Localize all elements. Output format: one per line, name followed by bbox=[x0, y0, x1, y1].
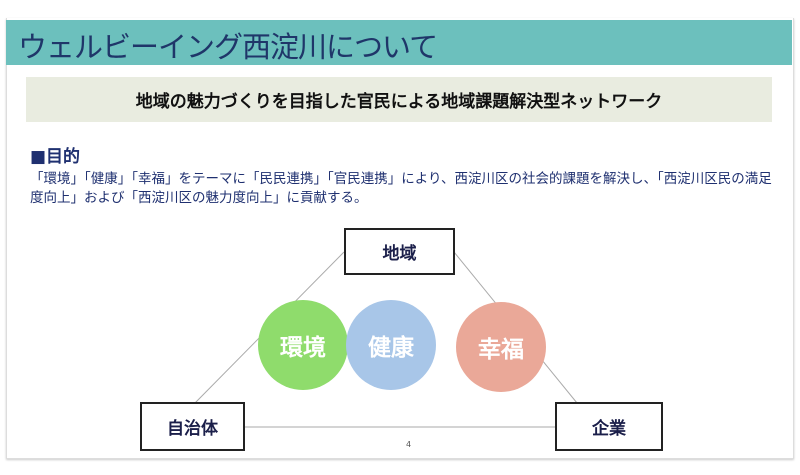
node-right: 企業 bbox=[555, 402, 663, 451]
circle-environment: 環境 bbox=[258, 300, 348, 390]
subtitle: 地域の魅力づくりを目指した官民による地域課題解決型ネットワーク bbox=[135, 92, 663, 112]
circle-happiness: 幸福 bbox=[456, 302, 546, 392]
circle-label: 健康 bbox=[368, 335, 414, 361]
node-top-label: 地域 bbox=[382, 244, 417, 264]
node-top: 地域 bbox=[344, 228, 455, 275]
circle-label: 幸福 bbox=[478, 337, 524, 363]
title-bar: ウェルビーイング西淀川について bbox=[6, 20, 792, 65]
purpose-heading: ■目的 bbox=[30, 147, 81, 167]
slide-title: ウェルビーイング西淀川について bbox=[18, 30, 438, 64]
node-right-label: 企業 bbox=[592, 419, 626, 439]
circle-health: 健康 bbox=[346, 300, 436, 390]
purpose-text: 「環境」「健康」「幸福」をテーマに「民民連携」「官民連携」により、西淀川区の社会… bbox=[30, 171, 772, 206]
node-left-label: 自治体 bbox=[167, 419, 218, 439]
subtitle-box: 地域の魅力づくりを目指した官民による地域課題解決型ネットワーク bbox=[26, 77, 772, 122]
circle-label: 環境 bbox=[280, 335, 326, 361]
page-number: 4 bbox=[406, 440, 412, 449]
node-left: 自治体 bbox=[140, 402, 245, 451]
